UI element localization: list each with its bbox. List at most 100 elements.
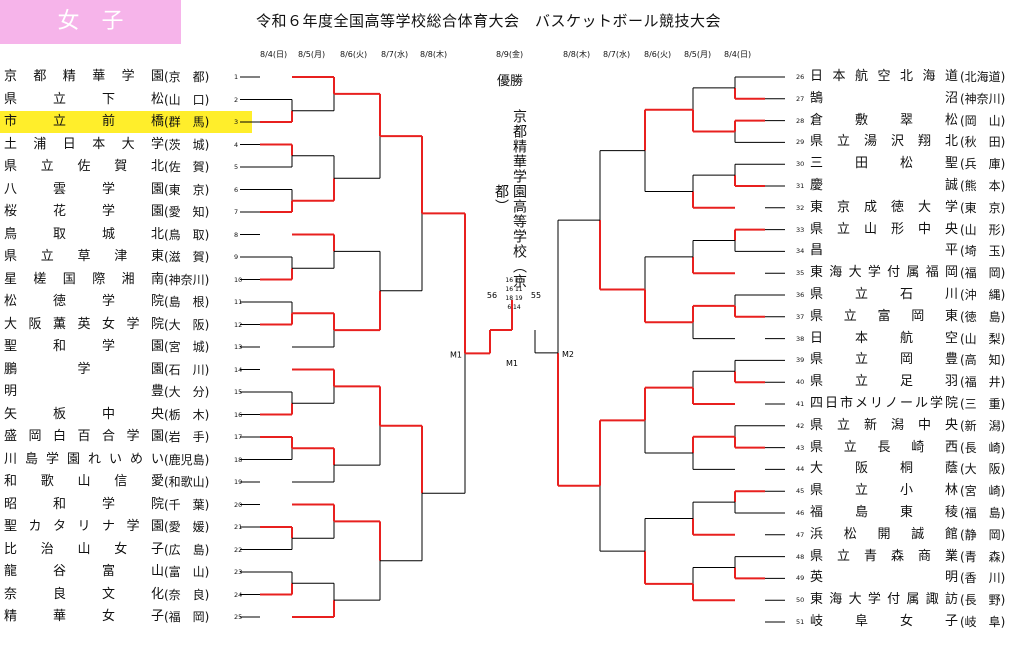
- team-name: 東海大学付属福岡: [810, 265, 958, 281]
- team-prefecture: (東 京): [164, 182, 210, 197]
- team-number: 28: [796, 116, 805, 125]
- team-row: 市立前橋(群 馬)3: [0, 111, 252, 133]
- team-name: 福島東稜: [810, 505, 958, 520]
- team-row: 東海大学付属福岡(福 岡)35: [796, 262, 1024, 284]
- team-prefecture: (愛 媛): [164, 520, 210, 534]
- team-name: 聖和学園: [4, 339, 164, 354]
- round-date: 8/4(日): [260, 50, 288, 59]
- team-row: 県立足羽(福 井)40: [796, 371, 1024, 393]
- team-row: 県立草津東(滋 賀)9: [0, 246, 238, 268]
- round-date: 8/8(木): [563, 50, 591, 59]
- team-row: 鵠沼(神奈川)27: [796, 88, 1024, 110]
- team-number: 8: [234, 230, 239, 239]
- team-name: 県立青森商業: [810, 548, 958, 564]
- team-prefecture: (香 川): [960, 571, 1006, 586]
- team-name: 県立草津東: [4, 249, 164, 264]
- team-number: 18: [234, 455, 243, 464]
- team-name: 東京成徳大学: [810, 199, 958, 215]
- final-match-code: M1: [506, 359, 518, 368]
- team-number: 29: [796, 138, 805, 147]
- category-badge: 女子: [0, 0, 181, 44]
- team-number: 1: [234, 73, 239, 81]
- team-name: 龍谷富山: [4, 564, 164, 579]
- team-prefecture: (兵 庫): [960, 157, 1006, 172]
- team-row: 県立新潟中央(新 潟)42: [796, 415, 1024, 437]
- team-row: 龍谷富山(富 山)23: [0, 561, 242, 583]
- team-number: 3: [234, 118, 239, 126]
- team-prefecture: (京 都): [164, 70, 210, 84]
- team-prefecture: (宮 城): [164, 340, 210, 354]
- team-row: 三田松聖(兵 庫)30: [796, 153, 1024, 175]
- team-name: 鵠沼: [810, 90, 958, 106]
- champion-label: 優勝: [496, 74, 523, 89]
- team-name: 比治山女子: [4, 541, 164, 557]
- team-row: 福島東稜(福 島)46: [796, 502, 1024, 524]
- team-name: 星槎国際湘南: [4, 271, 164, 287]
- team-prefecture: (高 知): [960, 353, 1006, 368]
- team-number: 4: [234, 140, 239, 149]
- team-row: 鳥取城北(鳥 取)8: [0, 224, 238, 246]
- team-number: 25: [234, 613, 243, 621]
- team-name: 昭和学院: [4, 496, 164, 512]
- team-name: 県立下松: [4, 91, 164, 107]
- round-date: 8/7(水): [381, 50, 409, 59]
- team-row: 鵬学園(石 川)14: [0, 359, 242, 381]
- team-prefecture: (愛 知): [164, 205, 210, 219]
- team-number: 26: [796, 73, 805, 81]
- team-row: 聖和学園(宮 城)13: [0, 336, 242, 358]
- team-number: 38: [796, 334, 805, 343]
- team-prefecture: (広 島): [164, 542, 210, 557]
- team-row: 県立岡豊(高 知)39: [796, 349, 1024, 371]
- final-score-left: 56: [487, 291, 497, 300]
- team-name: 県立山形中央: [810, 221, 958, 237]
- team-number: 31: [796, 182, 805, 190]
- team-prefecture: (福 井): [960, 375, 1006, 390]
- team-number: 32: [796, 203, 805, 212]
- team-number: 24: [234, 590, 243, 599]
- match-code: M1: [450, 350, 462, 359]
- team-row: 四日市メリノール学院(三 重) 41: [796, 393, 1024, 415]
- team-row: 大阪薫英女学院(大 阪)12: [0, 314, 242, 336]
- team-name: 県立長崎西: [810, 439, 958, 455]
- team-number: 20: [234, 500, 243, 509]
- team-prefecture: (埼 玉): [960, 244, 1006, 259]
- team-row: 県立湯沢翔北(秋 田)29: [796, 131, 1024, 153]
- team-prefecture: (鳥 取): [164, 227, 210, 242]
- team-number: 44: [796, 465, 805, 474]
- team-prefecture: (三 重): [960, 397, 1006, 411]
- team-number: 51: [796, 618, 805, 626]
- team-number: 6: [234, 185, 239, 194]
- final-date: 8/9(金): [496, 50, 524, 59]
- team-row: 星槎国際湘南(神奈川)10: [0, 269, 242, 291]
- team-name: 浜松開誠館: [810, 526, 958, 542]
- team-number: 37: [796, 312, 805, 321]
- round-date: 8/6(火): [644, 50, 672, 59]
- team-name: 鵬学園: [4, 361, 164, 377]
- team-number: 42: [796, 421, 805, 430]
- team-row: 県立青森商業(青 森)48: [796, 546, 1024, 568]
- team-prefecture: (千 葉): [164, 497, 210, 512]
- team-number: 30: [796, 160, 805, 169]
- team-prefecture: (神奈川): [164, 272, 210, 287]
- round-date: 8/8(木): [420, 50, 448, 59]
- team-prefecture: (栃 木): [164, 407, 210, 422]
- team-prefecture: (山 口): [164, 92, 210, 107]
- team-name: 大阪桐蔭: [810, 461, 958, 477]
- team-number: 15: [234, 388, 243, 396]
- team-row: 県立石川(沖 縄)36: [796, 284, 1024, 306]
- team-prefecture: (富 山): [164, 565, 210, 579]
- team-row: 大阪桐蔭(大 阪) 44: [796, 458, 1024, 480]
- team-prefecture: (山 形): [960, 222, 1006, 237]
- team-number: 41: [796, 400, 805, 408]
- team-number: 14: [234, 365, 243, 374]
- team-prefecture: (岐 阜): [960, 615, 1006, 629]
- team-prefecture: (神奈川): [960, 91, 1006, 106]
- team-prefecture: (徳 島): [960, 309, 1006, 324]
- team-number: 17: [234, 433, 243, 441]
- team-prefecture: (大 阪): [960, 462, 1006, 477]
- team-name: 県立湯沢翔北: [810, 134, 958, 150]
- page-title: 令和６年度全国高等学校総合体育大会 バスケットボール競技大会: [256, 12, 722, 30]
- team-name: 四日市メリノール学院: [810, 396, 958, 411]
- round-date: 8/4(日): [724, 50, 752, 59]
- team-name: 土浦日本大学: [4, 136, 164, 152]
